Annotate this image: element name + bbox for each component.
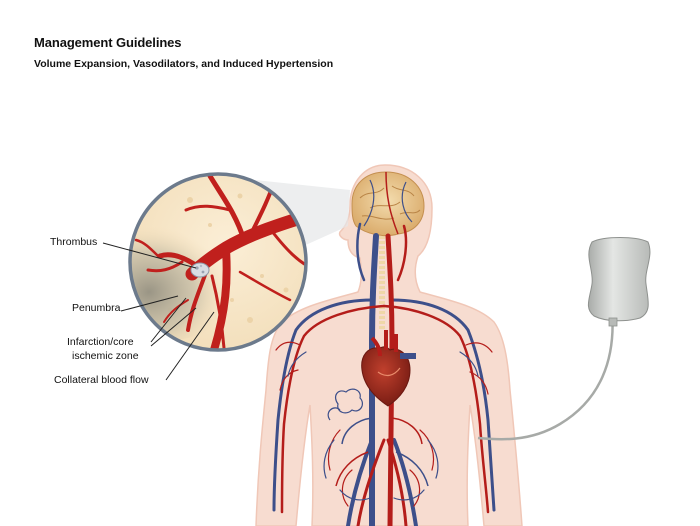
label-collateral-flow: Collateral blood flow [54,374,149,386]
iv-tubing [477,309,614,441]
body-silhouette [255,164,523,526]
label-infarction-line2: ischemic zone [72,350,139,362]
zoom-inset [128,172,308,352]
abdominal-vessels [335,417,429,487]
heart-icon [361,330,416,407]
page-subtitle: Volume Expansion, Vasodilators, and Indu… [34,58,334,70]
brain-icon [351,171,425,237]
thrombus-icon [190,262,210,278]
page-title: Management Guidelines [34,35,182,50]
leader-lines [102,242,215,381]
vessels [272,222,496,526]
label-penumbra: Penumbra [72,302,121,314]
iv-bag-icon [587,237,651,327]
intestines [327,388,364,421]
label-thrombus: Thrombus [50,236,98,248]
label-infarction-line1: Infarction/core [67,336,134,348]
